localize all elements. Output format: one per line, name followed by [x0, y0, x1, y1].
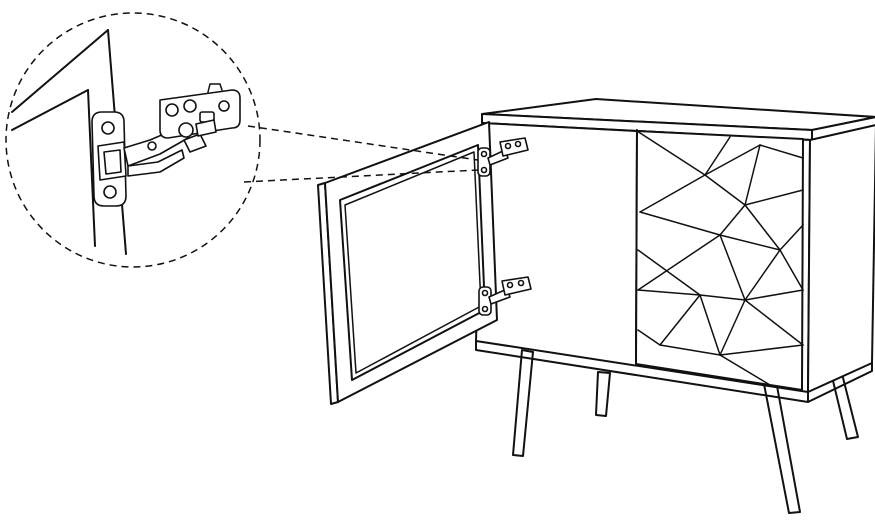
callout-leader-top — [247, 125, 479, 161]
leg-back-left — [595, 371, 611, 417]
hinge-lower — [478, 276, 532, 316]
hinge-upper — [477, 137, 529, 177]
door-panel — [324, 121, 498, 403]
leg-front-left — [512, 349, 534, 457]
geometric-door — [635, 130, 804, 391]
detail-callout — [5, 12, 479, 268]
callout-leader-bottom — [243, 169, 479, 183]
cabinet-legs — [512, 349, 859, 514]
leg-front-right — [763, 383, 801, 514]
open-door — [317, 121, 498, 405]
callout-circle — [5, 12, 261, 268]
cabinet-side — [807, 124, 875, 393]
magnified-hinge-view — [11, 29, 241, 255]
